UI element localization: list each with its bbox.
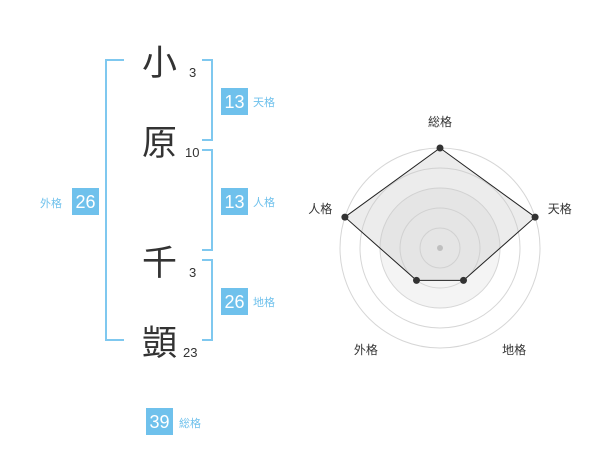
jinkaku-label: 人格 xyxy=(253,195,275,209)
chikaku-label: 地格 xyxy=(253,295,275,309)
radar-ring-2 xyxy=(399,207,481,289)
radar-axis-label-3: 地格 xyxy=(502,342,526,357)
gaikaku-badge xyxy=(72,188,99,215)
gaikaku-bracket xyxy=(105,59,124,341)
tenkaku-label: 天格 xyxy=(253,95,275,109)
chikaku-badge xyxy=(221,288,248,315)
radar-point-2 xyxy=(531,213,539,221)
radar-point-1 xyxy=(436,144,444,152)
tenkaku-bracket xyxy=(202,59,213,141)
jinkaku-value: 13 xyxy=(224,192,244,212)
soukaku-value: 39 xyxy=(149,412,169,432)
name-char-2: 原 xyxy=(142,124,177,164)
radar-point-5 xyxy=(341,213,349,221)
soukaku-label: 総格 xyxy=(179,416,201,430)
tenkaku-value: 13 xyxy=(224,92,244,112)
name-char-1-strokes: 3 xyxy=(189,65,196,80)
radar-point-3 xyxy=(460,276,467,284)
radar-center-dot xyxy=(437,245,443,251)
radar-axis-label-2: 天格 xyxy=(548,201,572,216)
gaikaku-value: 26 xyxy=(75,192,95,212)
name-char-2-strokes: 10 xyxy=(185,145,199,160)
radar-axis-label-4: 外格 xyxy=(354,342,378,357)
name-char-3: 千 xyxy=(142,244,177,284)
radar-ring-1 xyxy=(419,227,461,269)
name-char-4: 顗 xyxy=(142,324,177,364)
chikaku-value: 26 xyxy=(224,292,244,312)
jinkaku-badge xyxy=(221,188,248,215)
tenkaku-badge xyxy=(221,88,248,115)
name-char-1: 小 xyxy=(142,44,177,84)
jinkaku-bracket xyxy=(202,149,213,251)
gaikaku-label: 外格 xyxy=(40,196,62,210)
radar-ring-4 xyxy=(359,167,521,329)
radar-value-shape xyxy=(344,147,536,281)
name-char-3-strokes: 3 xyxy=(189,265,196,280)
name-char-4-strokes: 23 xyxy=(183,345,197,360)
radar-axis-label-1: 総格 xyxy=(428,114,452,129)
soukaku-badge xyxy=(146,408,173,435)
chikaku-bracket xyxy=(202,259,213,341)
radar-point-4 xyxy=(413,276,420,284)
radar-axis-label-5: 人格 xyxy=(308,201,332,216)
